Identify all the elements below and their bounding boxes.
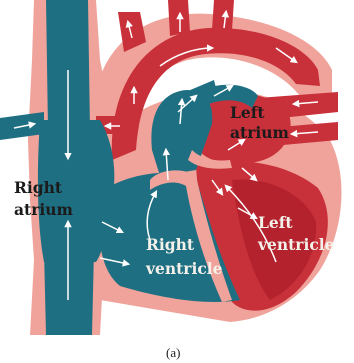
label-left-ventricle-line1: Left <box>258 213 293 232</box>
label-left-atrium-line2: atrium <box>230 123 290 142</box>
label-right-atrium-line2: atrium <box>14 200 74 219</box>
aorta-branch <box>168 0 190 36</box>
label-left-ventricle-line2: ventricle <box>257 235 335 254</box>
aorta-branch <box>212 0 234 30</box>
label-left-atrium-line1: Left <box>230 103 265 122</box>
label-right-ventricle-line2: ventricle <box>145 259 223 278</box>
label-right-ventricle-line1: Right <box>146 235 195 254</box>
figure-caption: (a) <box>166 345 180 360</box>
inferior-vena-cava <box>44 250 94 335</box>
label-right-atrium-line1: Right <box>14 178 63 197</box>
